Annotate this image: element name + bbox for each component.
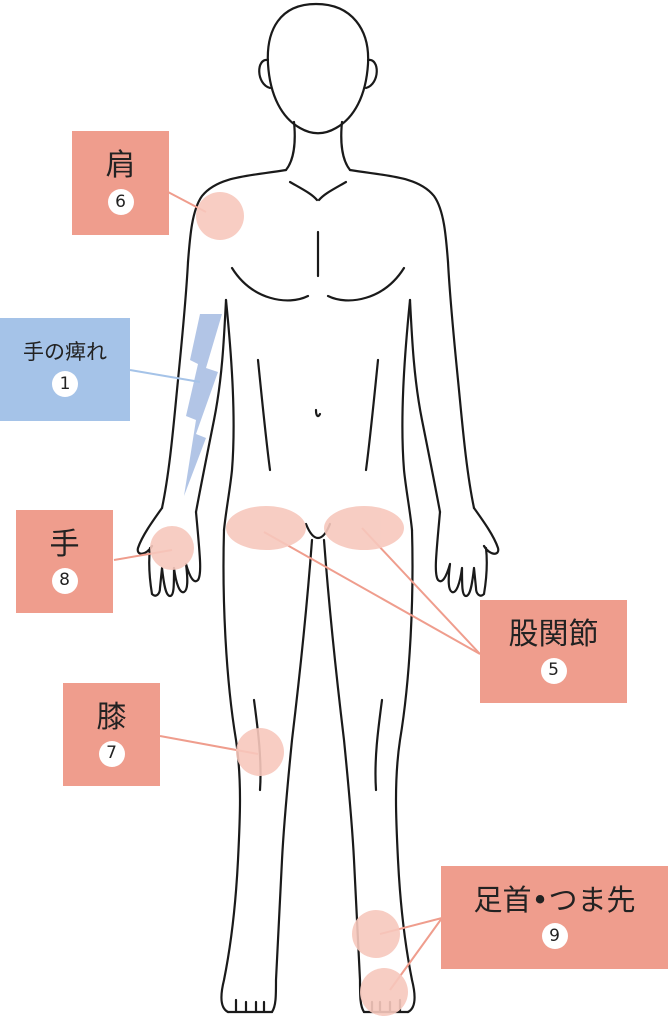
label-hip-text: 股関節 [508,616,599,652]
left-ear [258,58,272,90]
right-ear [364,58,378,90]
label-hand-number: 8 [51,567,78,594]
label-hand: 手 8 [16,510,113,613]
label-shoulder-text: 肩 [105,148,136,183]
left-hand [136,506,202,598]
shoulder-left [186,168,288,264]
spot-ankle [352,910,400,958]
spot-shoulder [196,192,244,240]
torso-left [222,298,235,532]
label-ankle-text: 足首•つま先 [473,883,636,917]
right-arm-outer [446,260,476,510]
spot-toes [360,968,408,1016]
abdomen-left [256,358,272,472]
right-leg-inner [322,538,366,1014]
leader-hip-left [263,531,481,655]
leader-lines [113,191,481,991]
chest-left [230,266,310,302]
label-knee-number: 7 [98,740,125,767]
spot-hip-left [226,506,306,550]
left-arm-inner [194,298,228,514]
left-leg-outer [220,528,242,1014]
collarbone-right [317,180,348,202]
spot-hand [150,526,194,570]
label-knee: 膝 7 [63,683,160,786]
pain-spots [150,192,408,1016]
left-arm-outer [160,260,190,510]
navel [314,408,322,418]
abdomen-right [364,358,380,472]
right-arm-inner [408,298,442,514]
right-knee-line [374,698,384,792]
label-hip: 股関節 5 [480,600,627,703]
leader-numbness [129,369,201,383]
label-hip-number: 5 [540,657,567,684]
head-outline [266,2,370,135]
spot-hip-right [324,506,404,550]
label-hand-text: 手 [49,526,80,562]
left-leg-inner [270,538,314,1014]
lightning-icon [184,314,222,496]
label-numbness: 手の痺れ 1 [0,318,130,421]
label-knee-text: 膝 [96,699,127,735]
right-leg-outer [394,528,416,1014]
shoulder-right [348,168,450,264]
body-outline [136,2,500,1014]
left-toes [226,998,274,1014]
spot-knee [236,728,284,776]
collarbone-left [288,180,319,202]
neck-right [340,120,352,172]
torso-right [401,298,414,532]
label-numbness-text: 手の痺れ [23,340,107,364]
label-numbness-number: 1 [52,371,78,397]
chest-right [326,266,406,302]
right-hand [434,506,500,598]
neck-left [284,120,296,172]
label-ankle: 足首•つま先 9 [441,866,668,969]
leader-hip-right [361,527,481,655]
label-ankle-number: 9 [541,923,568,949]
label-shoulder: 肩 6 [72,131,169,235]
label-shoulder-number: 6 [107,189,134,215]
